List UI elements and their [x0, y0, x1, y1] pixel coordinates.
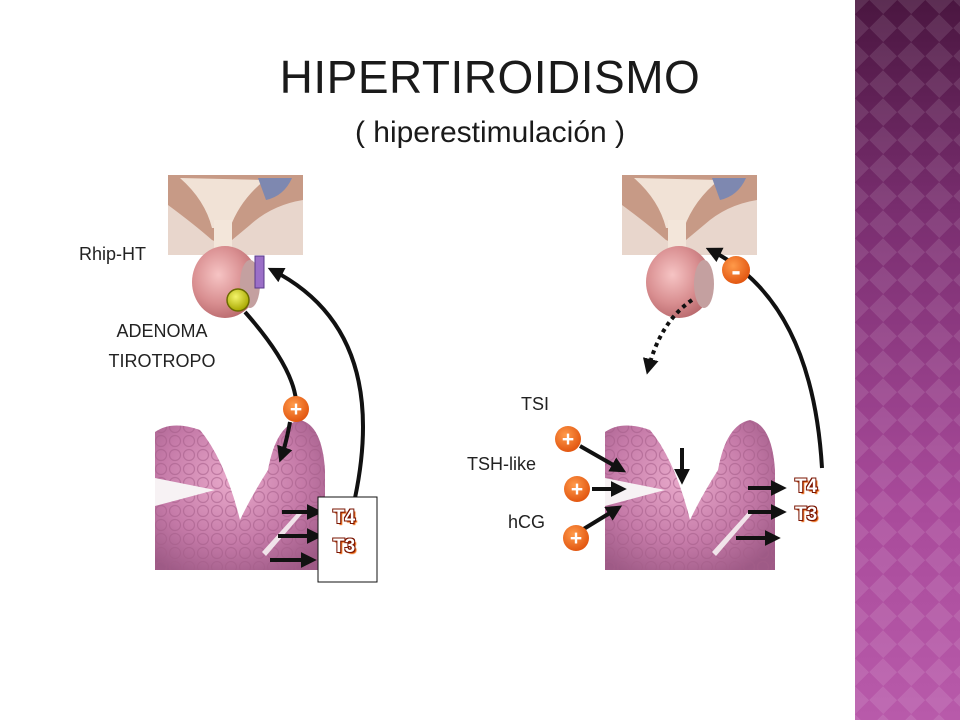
plus-icon-left [283, 396, 309, 422]
plus-sign-tshlike: + [571, 478, 583, 501]
tsi-arrow [579, 444, 627, 473]
label-t4-left: T4 [333, 507, 356, 528]
hormone-box [317, 496, 378, 583]
receptor-marker [254, 255, 265, 289]
suppressed-tsh-arrow [642, 298, 694, 375]
page-subtitle: ( hiperestimulación ) [354, 116, 626, 149]
plus-sign-left: + [290, 398, 302, 421]
right-thyroid [605, 420, 775, 570]
feedback-arrow-left [267, 267, 365, 499]
plus-sign-hcg: + [570, 527, 582, 550]
label-t3-left: T3 [333, 536, 356, 557]
plus-to-thyroid-arrow [277, 421, 293, 463]
plus-icon-tsi [555, 426, 581, 452]
plus-sign-tsi: + [562, 428, 574, 451]
label-tirotropo: TIROTROPO [108, 351, 216, 371]
adenoma-icon [226, 288, 250, 312]
plus-icon-hcg [563, 525, 589, 551]
label-rhip-ht: Rhip-HT [79, 244, 147, 264]
left-thyroid [155, 420, 325, 570]
pituitary-to-plus-arrow [243, 310, 298, 401]
decorative-side-panel [855, 0, 960, 720]
minus-sign: - [731, 255, 740, 286]
label-t4-right: T4 [795, 476, 818, 497]
label-tsi: TSI [521, 394, 550, 414]
page-title: HIPERTIROIDISMO [279, 51, 701, 103]
label-tsh-like: TSH-like [467, 454, 537, 474]
label-adenoma: ADENOMA [116, 321, 208, 341]
label-hcg: hCG [508, 512, 546, 532]
label-t3-right: T3 [795, 504, 818, 525]
hcg-arrow [580, 505, 623, 532]
right-pituitary [622, 175, 757, 318]
minus-icon [722, 256, 750, 284]
plus-icon-tshlike [564, 476, 590, 502]
